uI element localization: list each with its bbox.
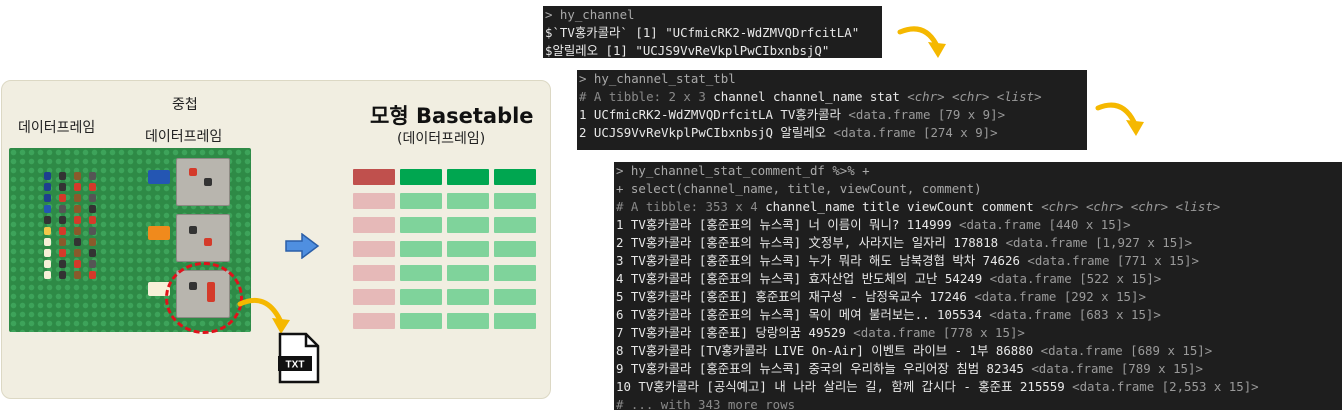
tibble-comment: # A tibble: 353 x 4: [616, 199, 766, 214]
column-names: channel_name title viewCount comment: [765, 199, 1042, 214]
nested-df-cell: <data.frame [771 x 15]>: [1027, 253, 1199, 268]
column-names: channel channel_name stat: [713, 89, 908, 104]
console-stat-comment-df: > hy_channel_stat_comment_df %>% + + sel…: [614, 162, 1342, 410]
tibble-comment: # A tibble: 2 x 3: [579, 89, 714, 104]
nested-label-line1: 중첩: [172, 97, 198, 113]
header-cell: [400, 169, 442, 185]
more-rows-footer: # ... with 343 more rows: [616, 397, 796, 410]
basetable-title: 모형 Basetable: [370, 104, 534, 128]
basetable-grid: [353, 169, 536, 329]
table-row: 6 TV홍카콜라 [홍준표의 뉴스콕] 목이 메여 불러보는.. 105534: [616, 307, 990, 322]
txt-file-icon: TXT: [278, 332, 320, 384]
column-types: <chr> <chr> <list>: [907, 89, 1042, 104]
nested-df-cell: <data.frame [1,927 x 15]>: [1005, 235, 1193, 250]
console-line: > hy_channel: [545, 7, 635, 22]
orange-brick: [148, 226, 170, 240]
yellow-curved-arrow-icon: [237, 298, 290, 334]
highlight-circle: [165, 262, 243, 334]
nested-df-cell: <data.frame [522 x 15]>: [989, 271, 1162, 286]
nested-df-cell: <data.frame [683 x 15]>: [989, 307, 1161, 322]
lego-column-1: [44, 172, 51, 279]
table-row: 1 UCfmicRK2-WdZMVQDrfcitLA TV홍카콜라: [579, 107, 849, 122]
table-row: 8 TV홍카콜라 [TV홍카콜라 LIVE On-Air] 이벤트 라이브 - …: [616, 343, 1041, 358]
nested-df-cell: <data.frame [789 x 15]>: [1031, 361, 1203, 376]
nested-label-line2: 데이터프레임: [145, 129, 223, 145]
nested-df-cell: <data.frame [292 x 15]>: [974, 289, 1146, 304]
console-command: > hy_channel_stat_comment_df %>% +: [616, 163, 870, 178]
header-cell: [353, 169, 395, 185]
header-cell: [447, 169, 489, 185]
table-row: 4 TV홍카콜라 [홍준표의 뉴스콕] 효자산업 반도체의 고난 54249: [616, 271, 990, 286]
table-row: 3 TV홍카콜라 [홍준표의 뉴스콕] 누가 뭐라 해도 남북경협 박차 746…: [616, 253, 1028, 268]
header-cell: [494, 169, 536, 185]
table-row: 1 TV홍카콜라 [홍준표의 뉴스콕] 너 이름이 뭐니? 114999: [616, 217, 959, 232]
console-channel-stat-tbl: > hy_channel_stat_tbl # A tibble: 2 x 3 …: [577, 70, 1087, 150]
dataframe-label: 데이터프레임: [18, 120, 96, 136]
table-row: 7 TV홍카콜라 [홍준표] 당랑의꿈 49529: [616, 325, 854, 340]
console-command: > hy_channel_stat_tbl: [579, 71, 736, 86]
table-row: 2 UCJS9VvReVkplPwCIbxnbsjQ 알릴레오: [579, 125, 834, 140]
nested-box-1: [176, 158, 230, 206]
table-row: 2 TV홍카콜라 [홍준표의 뉴스콕] 文정부, 사라지는 일자리 178818: [616, 235, 1006, 250]
console-hy-channel: > hy_channel $`TV홍카콜라` [1] "UCfmicRK2-Wd…: [543, 6, 882, 58]
nested-df-cell: <data.frame [778 x 15]>: [853, 325, 1025, 340]
yellow-curved-arrow-icon: [1095, 102, 1144, 136]
lego-column-3: [74, 172, 81, 279]
lego-column-4: [89, 172, 96, 279]
console-line: $`TV홍카콜라` [1] "UCfmicRK2-WdZMVQDrfcitLA": [545, 25, 860, 40]
blue-right-arrow-icon: [285, 233, 320, 259]
console-command: + select(channel_name, title, viewCount,…: [616, 181, 982, 196]
lego-column-2: [59, 172, 66, 279]
table-row: 5 TV홍카콜라 [홍준표] 홍준표의 재구성 - 남정욱교수 17246: [616, 289, 975, 304]
column-types: <chr> <chr> <chr> <list>: [1041, 199, 1221, 214]
nested-df-cell: <data.frame [79 x 9]>: [848, 107, 1006, 122]
nested-df-cell: <data.frame [274 x 9]>: [833, 125, 998, 140]
table-row: 10 TV홍카콜라 [공식예고] 내 나라 살리는 길, 함께 갑시다 - 홍준…: [616, 379, 1073, 394]
nested-df-cell: <data.frame [689 x 15]>: [1040, 343, 1213, 358]
white-brick: [148, 282, 170, 296]
nested-df-cell: <data.frame [440 x 15]>: [959, 217, 1131, 232]
basetable-subtitle: (데이터프레임): [397, 131, 486, 147]
table-row: 9 TV홍카콜라 [홍준표의 뉴스콕] 중국의 우리하늘 우리어장 침범 823…: [616, 361, 1032, 376]
txt-icon-label: TXT: [286, 360, 305, 371]
nested-df-cell: <data.frame [2,553 x 15]>: [1072, 379, 1259, 394]
nested-box-2: [176, 214, 230, 262]
console-line: $알릴레오 [1] "UCJS9VvReVkplPwCIbxnbsjQ": [545, 43, 830, 58]
yellow-curved-arrow-icon: [897, 26, 946, 58]
blue-brick: [148, 170, 170, 184]
